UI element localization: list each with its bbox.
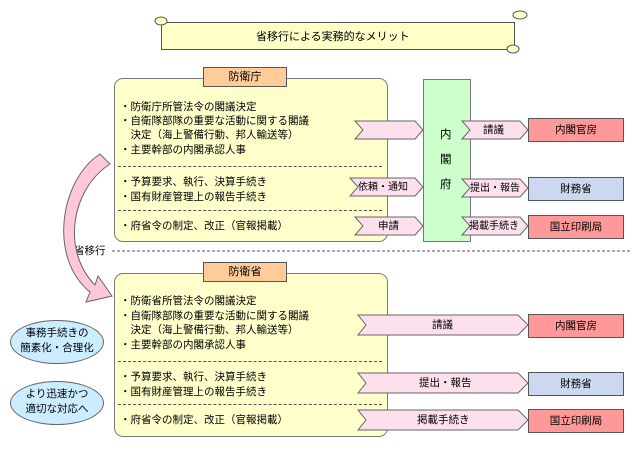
top-arrow-to-cabinet-3 — [353, 216, 424, 236]
bottom-item-6: ・府省令の制定、改正（官報掲載） — [120, 414, 288, 426]
benefit-0-line-1: 簡素化・合理化 — [20, 342, 94, 354]
bottom-item-2: 決定（海上警備行動、邦人輸送等） — [120, 324, 299, 336]
top-dest-printing-bureau: 国立印刷局 — [528, 215, 624, 239]
top-item-4: ・予算要求、執行、決算手続き — [120, 176, 267, 188]
benefit-oval-faster-response: より迅速かつ 適切な対応へ — [10, 381, 104, 425]
top-item-2: 決定（海上警備行動、邦人輸送等） — [120, 129, 299, 141]
bottom-arrow-3 — [356, 409, 529, 431]
top-divider-2 — [118, 210, 382, 211]
bottom-ministry-panel — [114, 273, 388, 437]
benefit-oval-simplification: 事務手続きの 簡素化・合理化 — [10, 320, 104, 364]
bottom-arrow-2 — [356, 372, 529, 394]
top-arrow-label-petition: 請議 — [483, 124, 504, 136]
page-title: 省移行による実務的なメリット — [256, 30, 410, 43]
top-arrow-label-application: 申請 — [378, 220, 399, 232]
top-arrow-to-dest-3 — [460, 216, 529, 236]
top-item-0: ・防衛庁所管法令の閣議決定 — [120, 101, 257, 113]
top-arrow-label-request-notice: 依頼・通知 — [358, 182, 408, 193]
cabinet-office-char-0: 内 — [440, 127, 452, 141]
bottom-dest-cabinet-secretariat: 内閣官房 — [528, 314, 624, 338]
top-agency-header: 防衛庁 — [203, 67, 287, 87]
bottom-arrow-1 — [356, 314, 529, 336]
bottom-arrow-label-petition: 請議 — [432, 319, 453, 331]
top-dest-finance-ministry: 財務省 — [528, 177, 624, 201]
bottom-dest-finance-ministry: 財務省 — [528, 372, 624, 396]
top-dest-cabinet-secretariat: 内閣官房 — [528, 118, 624, 142]
cabinet-office-char-1: 閣 — [440, 152, 452, 166]
top-item-1: ・自衛隊部隊の重要な活動に関する閣議 — [120, 115, 309, 127]
bottom-item-3: ・主要幹部の内閣承認人事 — [120, 339, 246, 351]
title-banner — [161, 22, 515, 50]
top-item-3: ・主要幹部の内閣承認人事 — [120, 144, 246, 156]
top-arrow-to-dest-2 — [460, 178, 529, 198]
top-arrow-to-cabinet-2 — [348, 177, 424, 197]
top-item-6: ・府省令の制定、改正（官報掲載） — [120, 220, 288, 232]
bottom-divider-1 — [118, 361, 382, 362]
benefit-1-line-0: より迅速かつ — [25, 388, 89, 400]
bottom-dest-printing-bureau: 国立印刷局 — [528, 409, 624, 433]
top-arrow-label-publication: 掲載手続き — [469, 221, 519, 232]
top-arrow-label-submit-report: 提出・報告 — [470, 183, 520, 194]
bottom-item-5: ・国有財産管理上の報告手続き — [120, 386, 267, 398]
benefit-0-line-0: 事務手続きの — [25, 327, 89, 339]
bottom-arrow-label-publication: 掲載手続き — [417, 414, 470, 426]
top-arrow-to-cabinet-1 — [353, 120, 424, 140]
cabinet-office-bar — [423, 79, 471, 242]
benefit-1-line-1: 適切な対応へ — [25, 403, 89, 415]
bottom-arrow-label-submit-report: 提出・報告 — [419, 377, 472, 389]
top-divider-1 — [118, 166, 382, 167]
bottom-ministry-header: 防衛省 — [203, 262, 287, 282]
bottom-item-0: ・防衛省所管法令の閣議決定 — [120, 295, 257, 307]
curved-transition-arrow — [63, 153, 113, 303]
top-arrow-to-dest-1 — [460, 120, 529, 140]
transition-label: 省移行 — [74, 245, 106, 257]
cabinet-office-char-2: 府 — [440, 177, 452, 191]
bottom-item-4: ・予算要求、執行、決算手続き — [120, 371, 267, 383]
bottom-divider-2 — [118, 404, 382, 405]
top-item-5: ・国有財産管理上の報告手続き — [120, 191, 267, 203]
bottom-item-1: ・自衛隊部隊の重要な活動に関する閣議 — [120, 310, 309, 322]
